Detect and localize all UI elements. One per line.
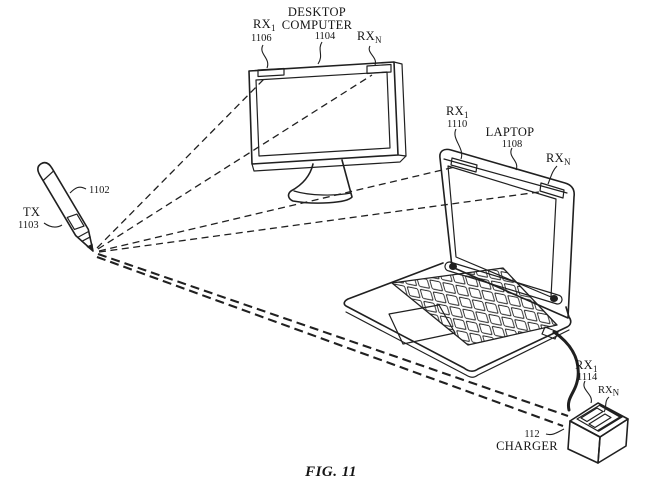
leader-charger-rxn (603, 396, 610, 413)
leader-laptop-ref (510, 147, 518, 171)
signal-line-charger-rxn (96, 256, 564, 427)
monitor-rx1-antenna (257, 67, 285, 78)
stylus-tip (86, 243, 94, 252)
signal-line-laptop-rxn (98, 191, 540, 253)
laptop-hinge-cap-left (449, 263, 457, 270)
label-tx: TX (23, 205, 40, 219)
signal-line-charger-rx1 (97, 253, 569, 417)
label-monitor-rxn: RXN (357, 29, 382, 45)
leader-lines (43, 41, 610, 436)
label-laptop-ref: 1108 (502, 139, 523, 150)
label-desktop-line1: DESKTOP (288, 5, 346, 19)
signal-line-laptop-rx1 (98, 166, 456, 252)
leader-monitor-ref (317, 41, 323, 65)
labels: RX1 1106 DESKTOP COMPUTER 1104 RXN RX1 1… (18, 5, 620, 480)
charger-rx1-slot (580, 407, 604, 423)
label-laptop-rx1-ref: 1110 (447, 119, 467, 130)
laptop-hinge (444, 261, 563, 305)
laptop-keyboard (391, 267, 558, 346)
laptop-power-plug (541, 326, 559, 340)
label-charger-rx1-ref: 1114 (577, 372, 598, 383)
laptop-rxn-antenna (539, 182, 565, 199)
laptop-lid (439, 148, 575, 319)
label-monitor-rx1-ref: 1106 (251, 33, 272, 44)
leader-charger-rx1 (583, 380, 592, 404)
label-stylus-ref: 1102 (89, 185, 110, 196)
signal-lines (96, 74, 569, 427)
signal-line-monitor-rxn (97, 74, 373, 250)
monitor-stand-foot (293, 190, 352, 196)
signal-line-monitor-rx1 (96, 77, 266, 249)
label-laptop-rx1: RX1 (446, 104, 469, 120)
label-charger-ref: 112 (524, 429, 539, 440)
monitor-stand (287, 159, 353, 204)
monitor-rxn-antenna (366, 63, 392, 75)
label-desktop-line2: COMPUTER (282, 18, 353, 32)
charger-rxn-slot (588, 413, 612, 429)
laptop-lid-thickness (443, 158, 568, 194)
label-monitor-rx1: RX1 (253, 17, 276, 33)
leader-monitor-rxn (368, 45, 377, 66)
stylus-body (37, 161, 94, 252)
label-laptop-rxn: RXN (546, 151, 571, 167)
laptop-hinge-cap-right (550, 295, 558, 302)
leader-laptop-rx1 (454, 128, 463, 160)
label-tx-ref: 1103 (18, 220, 39, 231)
charger (567, 402, 629, 464)
laptop-base (343, 262, 572, 372)
leader-stylus-ref (69, 186, 87, 194)
leader-laptop-rxn (547, 165, 558, 185)
label-charger-rx1: RX1 (575, 358, 598, 374)
label-charger-rxn: RXN (598, 385, 620, 398)
stylus-tx-window (66, 213, 85, 231)
laptop (343, 148, 580, 412)
stylus-ferrule-line-2 (81, 236, 91, 242)
laptop-trackpad (388, 304, 456, 345)
monitor-side-depth (393, 61, 407, 157)
charger-right-face (597, 418, 629, 464)
leader-monitor-rx1 (261, 44, 269, 69)
monitor-bottom-depth (251, 155, 407, 172)
charger-plate-edge (597, 404, 624, 432)
label-charger: CHARGER (496, 439, 558, 453)
label-desktop-ref: 1104 (315, 31, 336, 42)
stylus-cap-seam (42, 170, 55, 182)
stylus-ferrule-line-1 (77, 230, 90, 238)
figure-caption: FIG. 11 (304, 464, 357, 480)
laptop-base-thickness (345, 311, 570, 378)
desktop-computer (248, 61, 407, 204)
stylus (37, 161, 94, 252)
laptop-rx1-antenna (450, 157, 478, 173)
label-laptop: LAPTOP (486, 125, 535, 139)
leader-tx-ref (43, 222, 63, 228)
monitor-screen (255, 71, 391, 157)
laptop-power-cable (552, 330, 580, 412)
leader-charger-ref (545, 428, 565, 436)
